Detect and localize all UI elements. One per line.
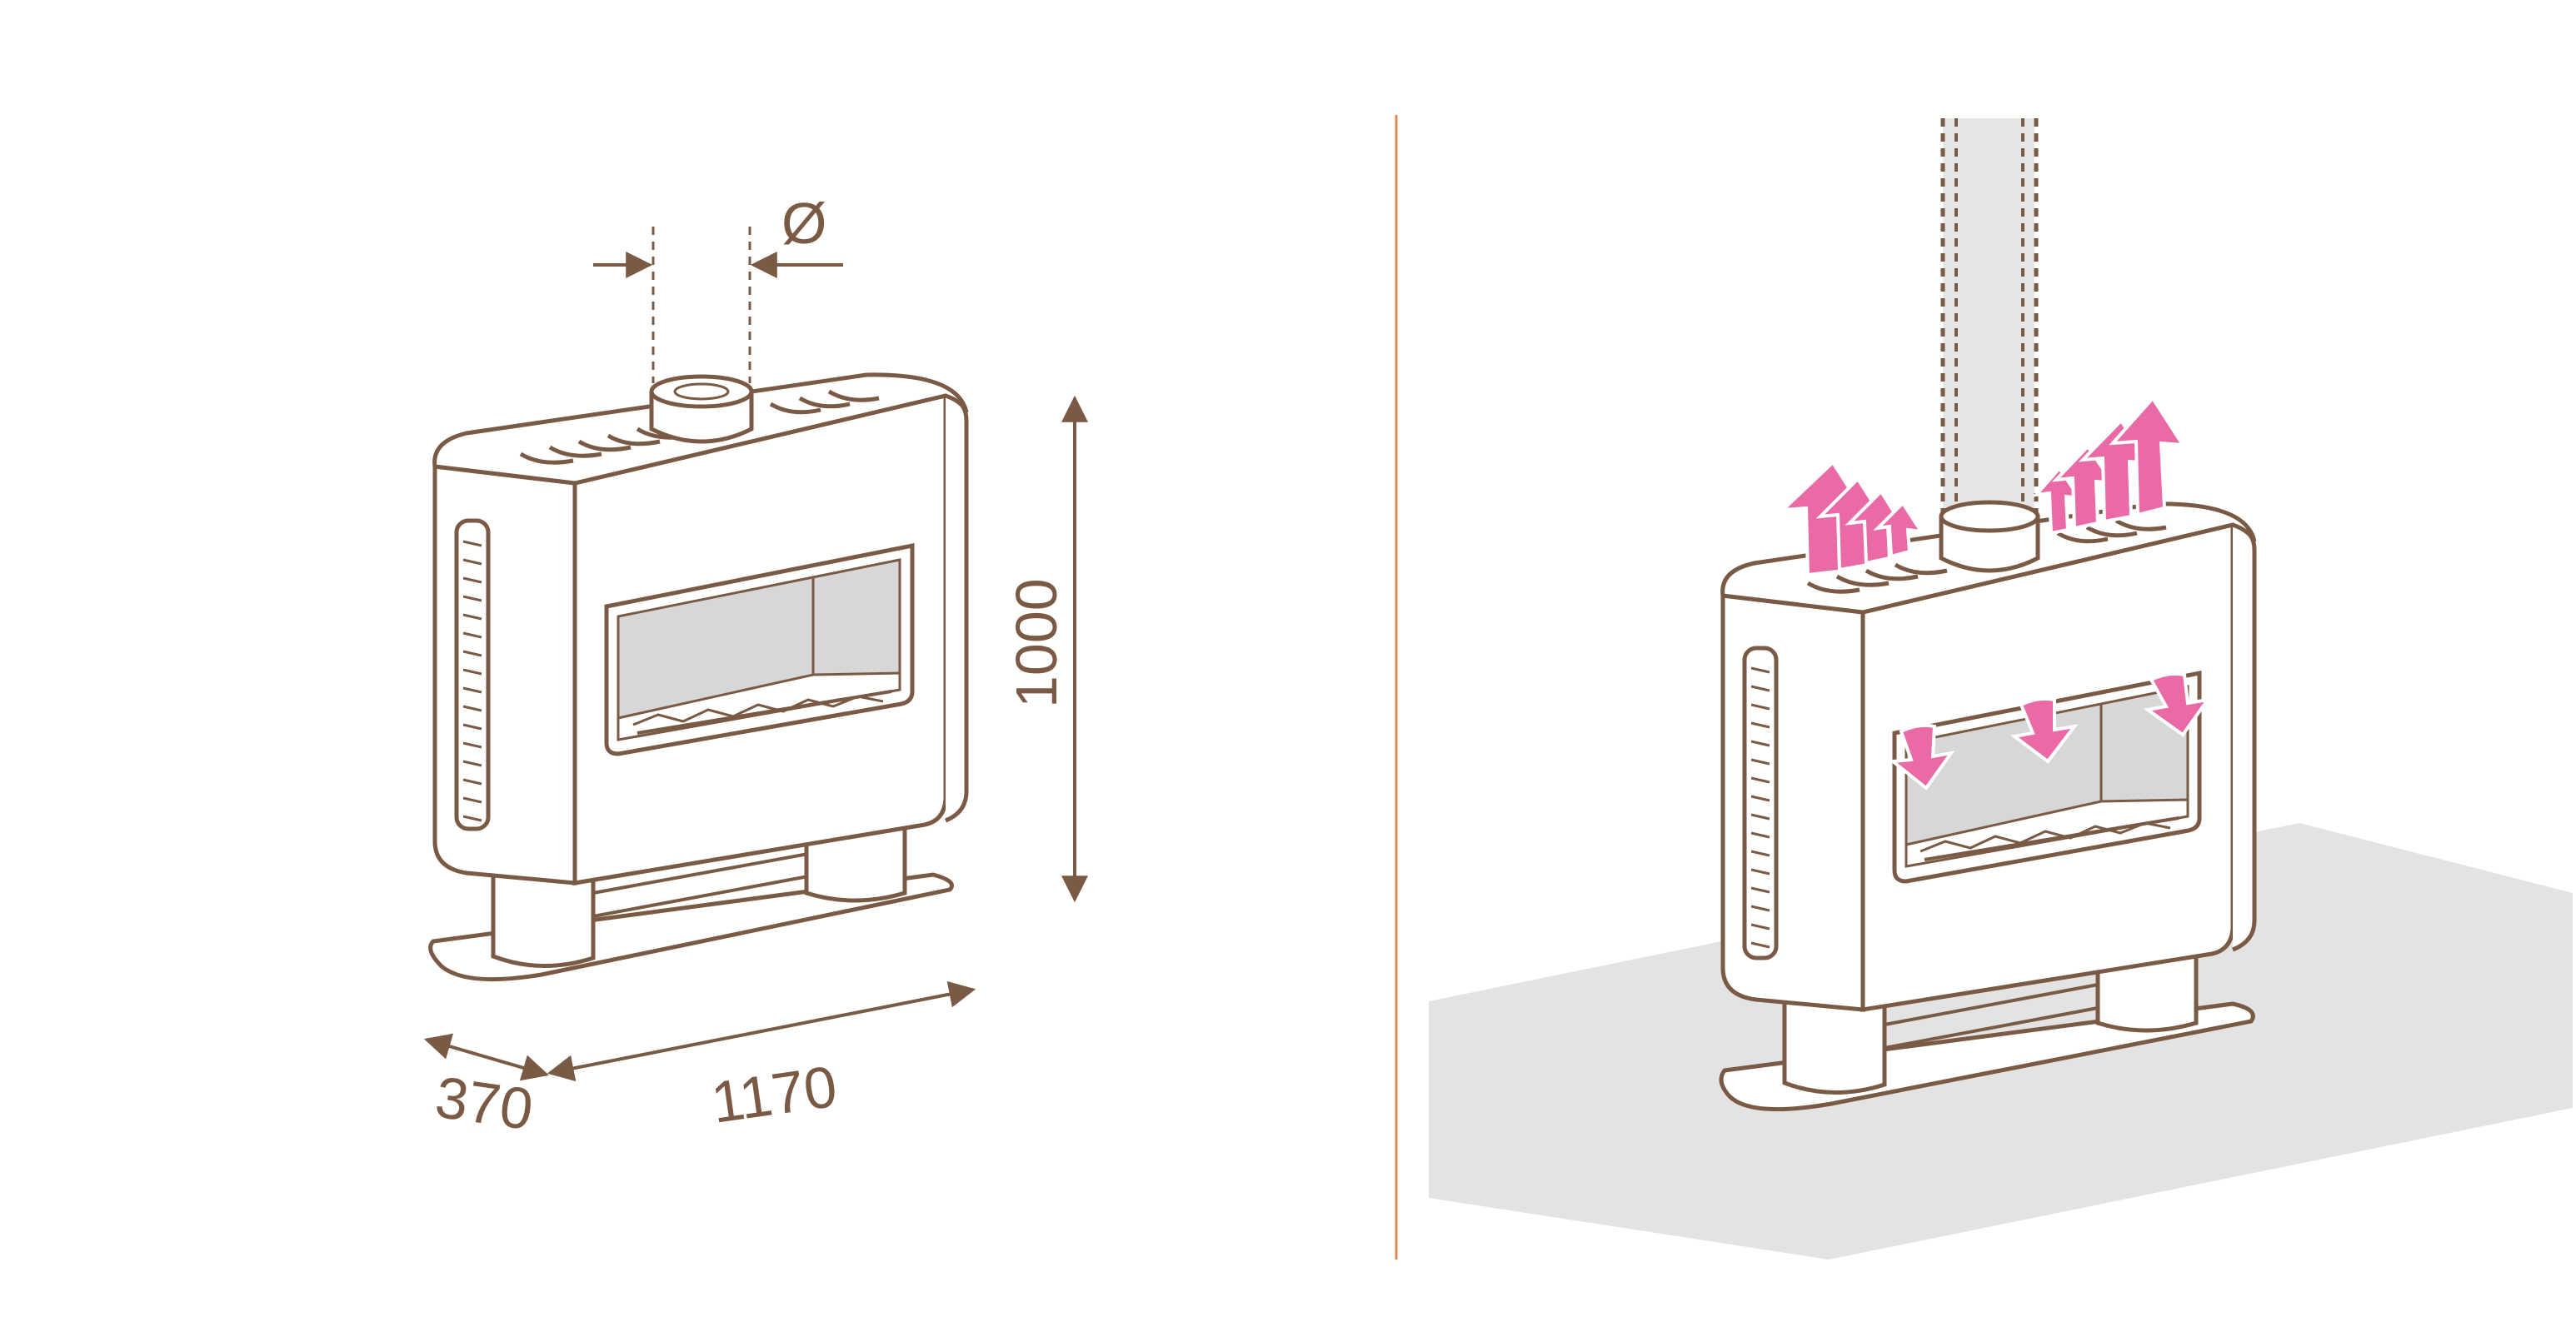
flue-pipe bbox=[1940, 118, 2039, 522]
flue-diameter-dimension: Ø bbox=[593, 191, 843, 383]
top-vents-right bbox=[2056, 518, 2167, 544]
flue-collar bbox=[649, 374, 754, 444]
arrow-down-icon bbox=[2010, 696, 2079, 764]
stove-end-cap bbox=[2232, 522, 2257, 952]
height-dimension: 1000 bbox=[1004, 395, 1088, 903]
arrow-up-icon bbox=[1845, 488, 1906, 566]
firebox-window bbox=[1892, 670, 2202, 884]
height-label: 1000 bbox=[1004, 578, 1069, 708]
side-grille bbox=[1742, 646, 1779, 960]
side-grille bbox=[454, 518, 491, 831]
left-leg bbox=[491, 875, 596, 968]
left-leg bbox=[1782, 1004, 1887, 1095]
firebox-window bbox=[604, 542, 915, 756]
depth-dimension: 370 bbox=[423, 1033, 550, 1142]
leg-crossbar bbox=[592, 852, 809, 918]
arrow-down-icon bbox=[2143, 671, 2212, 737]
top-vents-right bbox=[769, 389, 880, 415]
arrow-down-icon bbox=[1888, 723, 1955, 791]
leg-crossbar bbox=[1884, 983, 2099, 1050]
flue-collar bbox=[1939, 500, 2040, 573]
warm-air-arrows-front bbox=[1888, 671, 2212, 791]
hot-air-arrows-left bbox=[1778, 459, 1925, 577]
depth-label: 370 bbox=[432, 1065, 537, 1142]
width-label: 1170 bbox=[707, 1054, 841, 1135]
width-dimension: 1170 bbox=[547, 980, 976, 1135]
hot-air-arrows-right bbox=[2032, 395, 2186, 536]
arrow-up-icon bbox=[1873, 500, 1925, 559]
arrow-up-icon bbox=[2109, 395, 2186, 517]
top-vents-left bbox=[1806, 562, 1948, 594]
heatflow-panel bbox=[1429, 118, 2573, 1260]
right-leg bbox=[2095, 958, 2199, 1033]
dimension-panel: Ø 1000 1170 370 bbox=[423, 191, 1088, 1142]
diameter-label: Ø bbox=[781, 191, 826, 256]
right-leg bbox=[804, 825, 907, 903]
arrow-up-icon bbox=[2032, 465, 2084, 536]
stove-end-cap bbox=[944, 393, 969, 823]
arrow-up-icon bbox=[2051, 443, 2117, 531]
